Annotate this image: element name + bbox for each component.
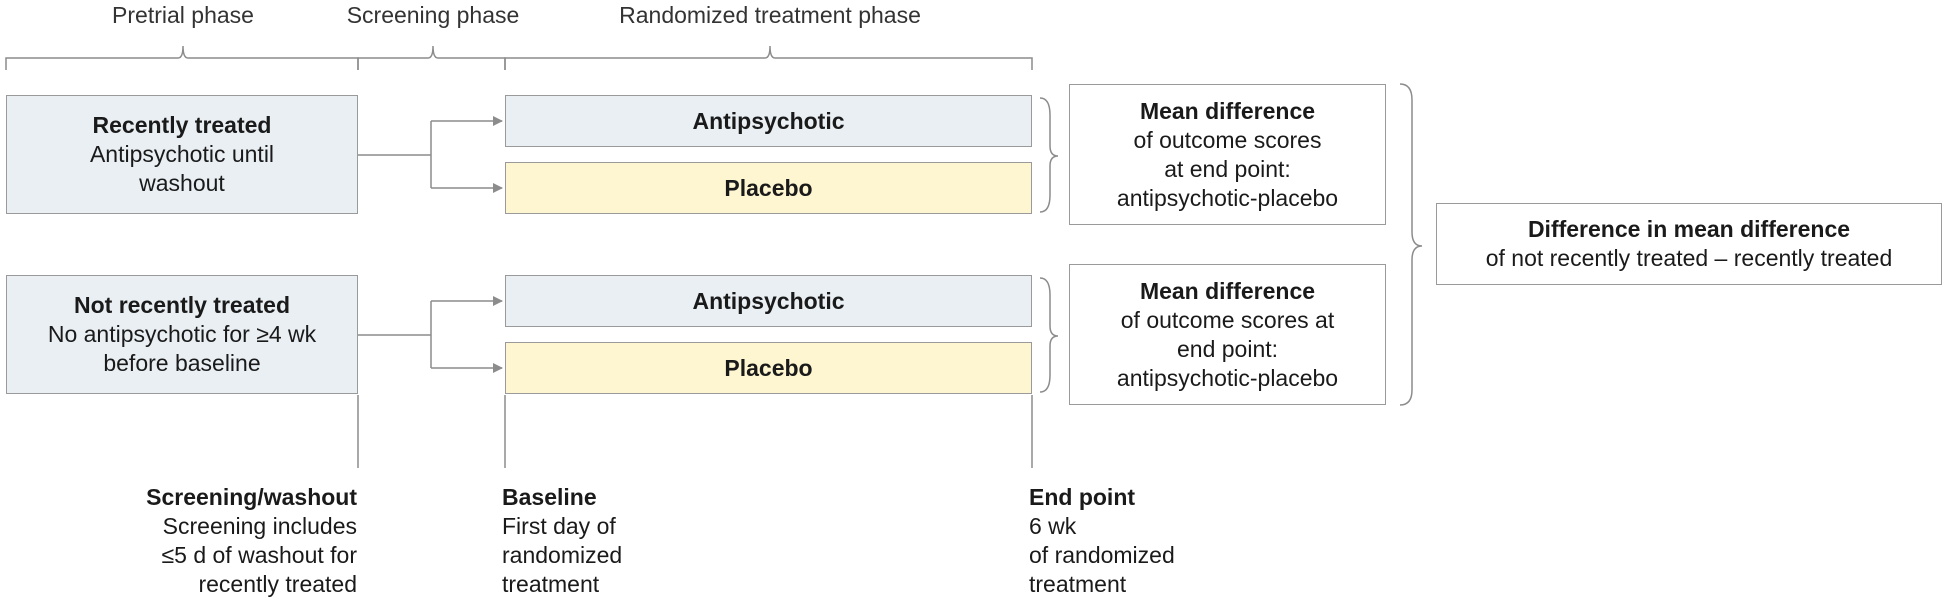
recently-treated-line2: washout	[139, 170, 225, 196]
mean-difference-recent-line2: at end point:	[1164, 155, 1291, 182]
randomized-phase-brace	[504, 45, 1033, 70]
mean-difference-not-recent-box: Mean difference of outcome scores at end…	[1069, 264, 1386, 405]
screening-washout-line3: recently treated	[198, 571, 357, 597]
mean-difference-recent-box: Mean difference of outcome scores at end…	[1069, 84, 1386, 225]
difference-in-mean-difference-box: Difference in mean difference of not rec…	[1436, 203, 1942, 285]
not-recently-treated-box: Not recently treated No antipsychotic fo…	[6, 275, 358, 394]
recently-treated-box: Recently treated Antipsychotic until was…	[6, 95, 358, 214]
not-recent-branch-line	[358, 301, 432, 368]
baseline-line1: First day of	[502, 513, 616, 539]
difference-in-mean-difference-line1: of not recently treated – recently treat…	[1485, 245, 1893, 271]
end-point-annotation: End point 6 wk of randomized treatment	[1029, 483, 1249, 599]
mean-difference-not-recent-line2: end point:	[1176, 335, 1279, 362]
difference-in-mean-difference-title: Difference in mean difference	[1527, 216, 1851, 242]
mean-difference-not-recent-title: Mean difference	[1139, 277, 1316, 304]
mean-difference-recent-line3: antipsychotic-placebo	[1116, 184, 1339, 211]
mean-difference-not-recent-line1: of outcome scores at	[1120, 306, 1335, 333]
screening-phase-brace	[357, 45, 506, 70]
pretrial-phase-brace	[5, 45, 359, 70]
end-point-line3: treatment	[1029, 571, 1127, 597]
mean-difference-not-recent-line3: antipsychotic-placebo	[1116, 364, 1339, 391]
end-point-line1: 6 wk	[1029, 513, 1077, 539]
screening-washout-annotation: Screening/washout Screening includes ≤5 …	[98, 483, 357, 599]
mean-difference-brace	[1399, 83, 1423, 406]
recent-branch-line	[358, 121, 432, 188]
screening-washout-line1: Screening includes	[162, 513, 357, 539]
not-recently-treated-line1: No antipsychotic for ≥4 wk	[47, 321, 317, 347]
recent-arms-brace	[1039, 97, 1059, 213]
not-recently-treated-title: Not recently treated	[73, 292, 290, 318]
recent-placebo-arm: Placebo	[505, 162, 1032, 214]
recent-antipsychotic-arm: Antipsychotic	[505, 95, 1032, 147]
mean-difference-recent-title: Mean difference	[1139, 97, 1316, 124]
baseline-line3: treatment	[502, 571, 600, 597]
baseline-annotation: Baseline First day of randomized treatme…	[502, 483, 702, 599]
mean-difference-recent-line1: of outcome scores	[1133, 126, 1322, 153]
phase-label-pretrial: Pretrial phase	[112, 2, 254, 28]
end-point-title: End point	[1029, 484, 1136, 510]
not-recently-treated-line2: before baseline	[103, 350, 261, 376]
screening-washout-line2: ≤5 d of washout for	[161, 542, 357, 568]
not-recent-arms-brace	[1039, 277, 1059, 393]
recently-treated-line1: Antipsychotic until	[89, 141, 275, 167]
not-recent-placebo-arm: Placebo	[505, 342, 1032, 394]
screening-washout-title: Screening/washout	[146, 484, 357, 510]
phase-label-randomized: Randomized treatment phase	[619, 2, 921, 28]
phase-label-screening: Screening phase	[346, 2, 520, 28]
recently-treated-title: Recently treated	[92, 112, 272, 138]
baseline-line2: randomized	[502, 542, 623, 568]
baseline-title: Baseline	[502, 484, 597, 510]
not-recent-antipsychotic-arm: Antipsychotic	[505, 275, 1032, 327]
end-point-line2: of randomized	[1029, 542, 1175, 568]
